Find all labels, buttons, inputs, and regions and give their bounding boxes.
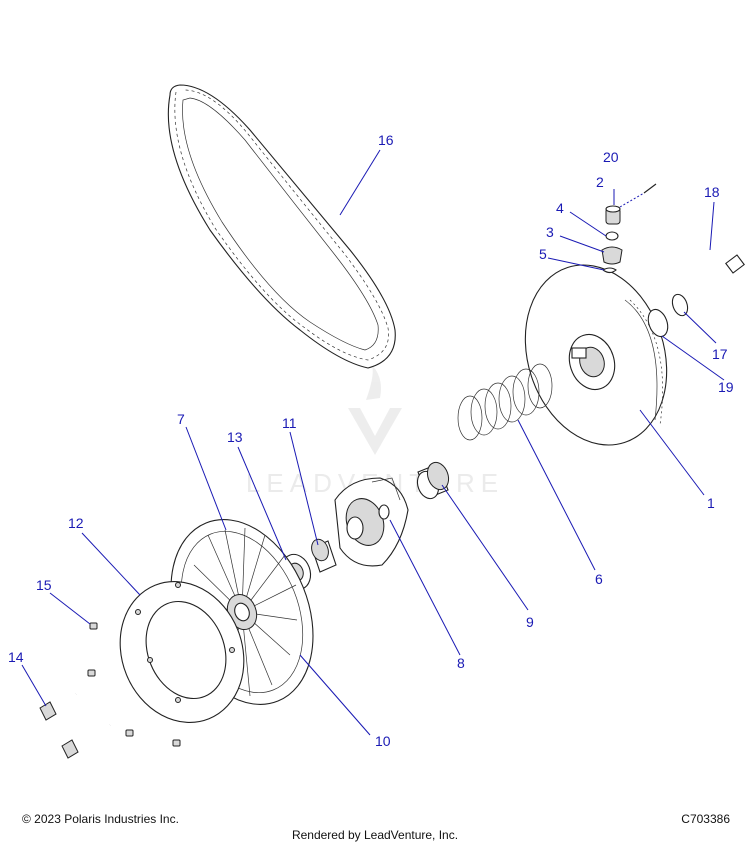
driven-sheave	[524, 264, 668, 446]
roller-3	[601, 246, 623, 265]
callout-8: 8	[457, 655, 465, 671]
e-clip-5	[602, 267, 617, 274]
callout-13: 13	[227, 429, 243, 445]
callout-17: 17	[712, 346, 728, 362]
cover-ring-12	[119, 581, 245, 723]
callout-15: 15	[36, 577, 52, 593]
callout-1: 1	[707, 495, 715, 511]
copyright-text: © 2023 Polaris Industries Inc.	[22, 812, 179, 826]
screws-15	[87, 622, 181, 747]
callout-3: 3	[546, 224, 554, 240]
bolt-18	[659, 254, 745, 327]
callout-16: 16	[378, 132, 394, 148]
bolt-14	[39, 691, 78, 721]
callout-14: 14	[8, 649, 24, 665]
washer-4	[605, 231, 619, 241]
drawing-number: C703386	[681, 812, 730, 826]
callouts: 1 2 3 4 5 6 7 8 9 10 11 12 13 14 15 16 1…	[8, 132, 734, 749]
spring	[457, 363, 553, 441]
helix-8	[334, 477, 409, 567]
callout-7: 7	[177, 411, 185, 427]
washer-17	[671, 293, 689, 317]
callout-18: 18	[704, 184, 720, 200]
callout-12: 12	[68, 515, 84, 531]
pin-20	[643, 183, 657, 194]
roller-pin-2	[605, 205, 621, 225]
spacer-11	[311, 538, 337, 573]
callout-2: 2	[596, 174, 604, 190]
callout-5: 5	[539, 246, 547, 262]
callout-11: 11	[282, 415, 297, 431]
callout-4: 4	[556, 200, 564, 216]
bushing-9	[416, 461, 450, 500]
callout-9: 9	[526, 614, 534, 630]
drive-belt	[167, 84, 396, 369]
callout-6: 6	[595, 571, 603, 587]
bolt-14b	[61, 722, 112, 759]
rendered-by-text: Rendered by LeadVenture, Inc.	[291, 828, 459, 842]
callout-20: 20	[603, 149, 619, 165]
callout-10: 10	[375, 733, 391, 749]
callout-19: 19	[718, 379, 734, 395]
leader-lines	[21, 149, 725, 736]
